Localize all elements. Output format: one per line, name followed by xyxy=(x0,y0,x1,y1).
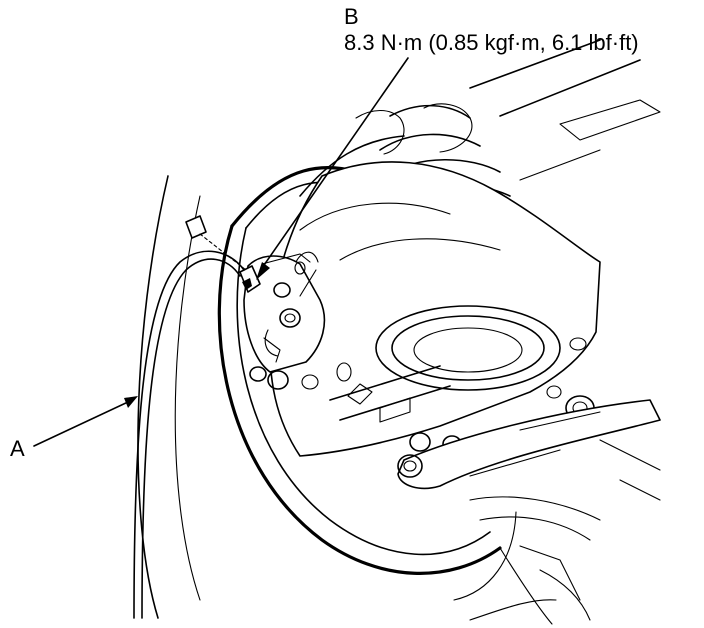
lower-arm xyxy=(397,399,661,501)
bleeder-tube xyxy=(133,250,245,619)
lower-parts xyxy=(469,496,601,621)
brake-caliper xyxy=(243,251,326,382)
leader-a xyxy=(33,396,138,447)
bleeder-screw xyxy=(239,265,261,293)
steering-knuckle xyxy=(267,161,601,457)
tire xyxy=(137,166,557,625)
torque-spec-text: 8.3 N·m (0.85 kgf·m, 6.1 lbf·ft) xyxy=(344,30,639,55)
callout-a-letter: A xyxy=(10,436,25,461)
callout-b-letter: B xyxy=(344,4,359,29)
leader-b xyxy=(256,57,409,280)
